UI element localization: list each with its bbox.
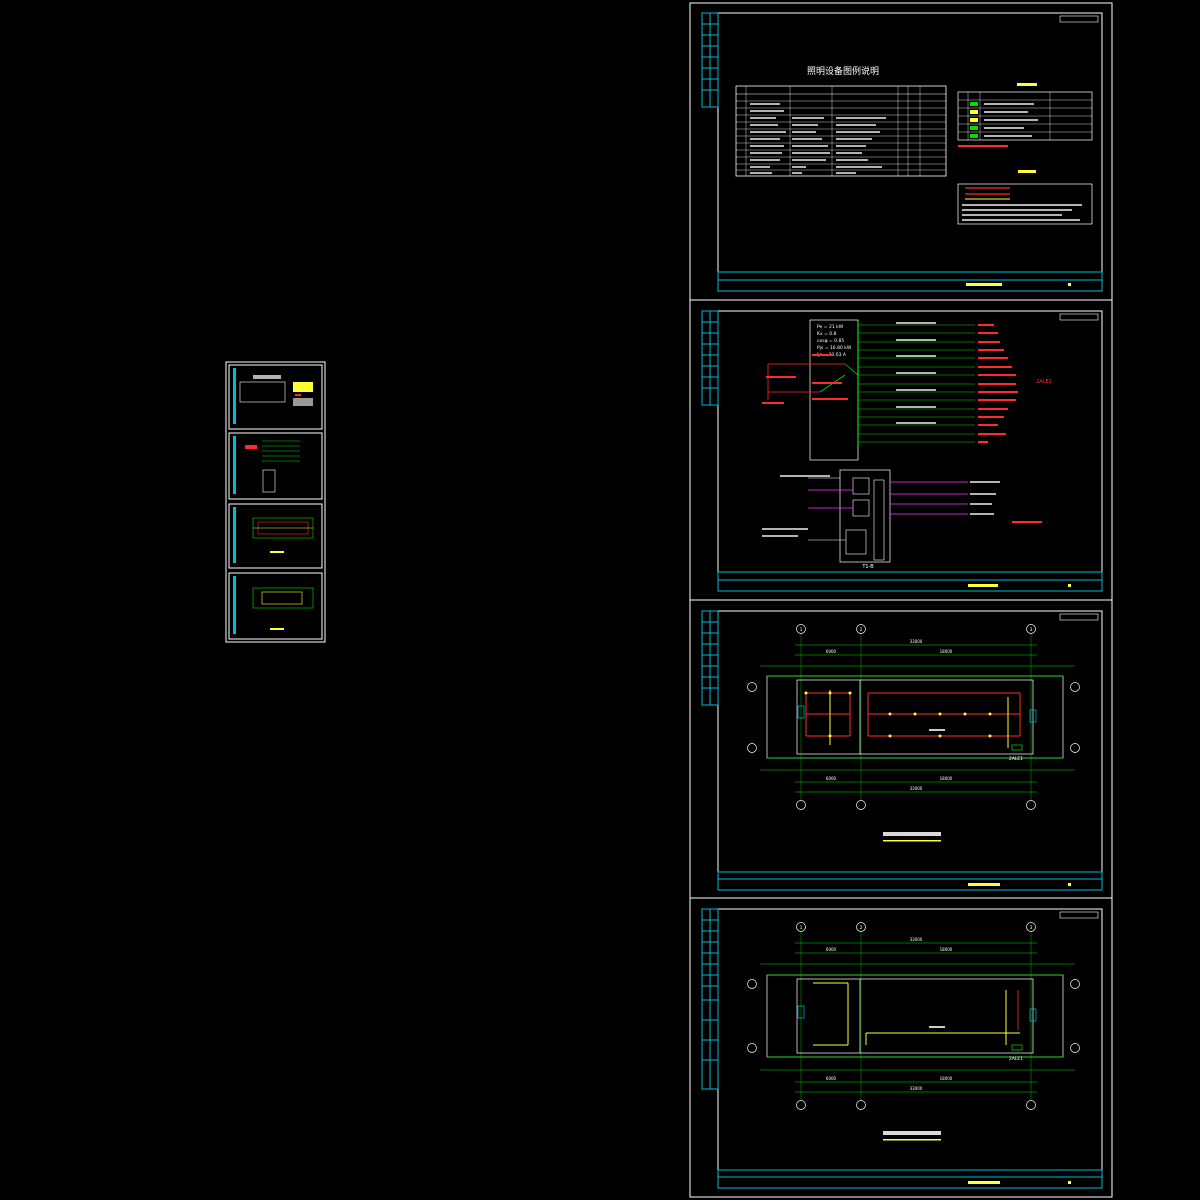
plan-title-underline bbox=[883, 840, 941, 842]
svg-text:Pjs = 16.80 kW: Pjs = 16.80 kW bbox=[817, 345, 852, 351]
svg-text:6000: 6000 bbox=[826, 776, 837, 781]
svg-text:1: 1 bbox=[800, 627, 803, 633]
svg-text:33000: 33000 bbox=[910, 786, 923, 791]
dimension-lines: 33000 6000 18000 6000 18000 33000 bbox=[760, 937, 1075, 1093]
outgoing-circuits bbox=[858, 322, 1018, 443]
legend-title: 照明设备图例说明 bbox=[807, 65, 879, 77]
svg-text:2: 2 bbox=[860, 925, 863, 931]
panel-parameters: Pe = 21 kW Kx = 0.8 cosφ = 0.85 Pjs = 16… bbox=[817, 324, 852, 358]
grid-axes: 1 2 3 bbox=[747, 624, 1080, 810]
svg-text:6000: 6000 bbox=[826, 649, 837, 654]
materials-table bbox=[957, 83, 1093, 147]
svg-text:33000: 33000 bbox=[910, 937, 923, 942]
thumbnail-sheet-2[interactable] bbox=[228, 432, 323, 500]
lighting-circuits bbox=[797, 690, 1037, 751]
svg-text:3: 3 bbox=[1030, 627, 1033, 633]
sheet-legend[interactable]: 照明设备图例说明 bbox=[701, 12, 1103, 292]
side-title-strip bbox=[701, 12, 719, 108]
side-title-strip bbox=[701, 908, 719, 1090]
building-walls bbox=[766, 675, 1064, 759]
plan-title-text bbox=[883, 1131, 941, 1135]
svg-text:18000: 18000 bbox=[940, 1076, 953, 1081]
svg-text:1: 1 bbox=[800, 925, 803, 931]
thumbnail-strip[interactable] bbox=[225, 361, 326, 643]
sub-panel: T1-B bbox=[762, 469, 1042, 570]
dimension-lines: 33000 6000 18000 6000 18000 33000 bbox=[760, 639, 1075, 793]
svg-text:Kx = 0.8: Kx = 0.8 bbox=[817, 331, 837, 337]
sheet-power-plan[interactable]: 1 2 3 33000 6000 18000 6000 18000 33000 bbox=[701, 908, 1103, 1189]
svg-text:6000: 6000 bbox=[826, 1076, 837, 1081]
thumbnail-sheet-3[interactable] bbox=[228, 503, 323, 569]
svg-text:Pe = 21 kW: Pe = 21 kW bbox=[817, 324, 844, 330]
incoming-feeders bbox=[762, 354, 859, 404]
sheet-system-diagram[interactable]: Pe = 21 kW Kx = 0.8 cosφ = 0.85 Pjs = 16… bbox=[701, 310, 1103, 592]
grid-axes: 1 2 3 bbox=[747, 922, 1080, 1110]
panel-tag: 2ALE1 bbox=[1009, 756, 1023, 762]
panel-tag: 2ALE1 bbox=[1009, 1056, 1023, 1062]
side-title-strip bbox=[701, 310, 719, 406]
svg-text:T1-B: T1-B bbox=[861, 564, 874, 570]
thumbnail-sheet-4[interactable] bbox=[228, 572, 323, 640]
svg-text:18000: 18000 bbox=[940, 947, 953, 952]
side-title-strip bbox=[701, 610, 719, 706]
svg-text:3: 3 bbox=[1030, 925, 1033, 931]
svg-text:cosφ = 0.85: cosφ = 0.85 bbox=[817, 338, 844, 344]
building-walls bbox=[766, 974, 1064, 1058]
notes-block bbox=[957, 170, 1093, 225]
svg-text:18000: 18000 bbox=[940, 776, 953, 781]
thumbnail-sheet-1[interactable] bbox=[228, 364, 323, 430]
svg-text:33000: 33000 bbox=[910, 1086, 923, 1091]
plan-title-text bbox=[883, 832, 941, 836]
svg-text:18000: 18000 bbox=[940, 649, 953, 654]
svg-text:2: 2 bbox=[860, 627, 863, 633]
svg-text:33000: 33000 bbox=[910, 639, 923, 644]
power-circuits bbox=[797, 982, 1037, 1051]
legend-table bbox=[735, 85, 947, 177]
plan-title-underline bbox=[883, 1139, 941, 1141]
panel-side-label: 2ALE1 bbox=[1036, 379, 1052, 385]
svg-text:6000: 6000 bbox=[826, 947, 837, 952]
sheet-lighting-plan[interactable]: 1 2 3 33000 6000 18000 6000 18000 33000 bbox=[701, 610, 1103, 891]
